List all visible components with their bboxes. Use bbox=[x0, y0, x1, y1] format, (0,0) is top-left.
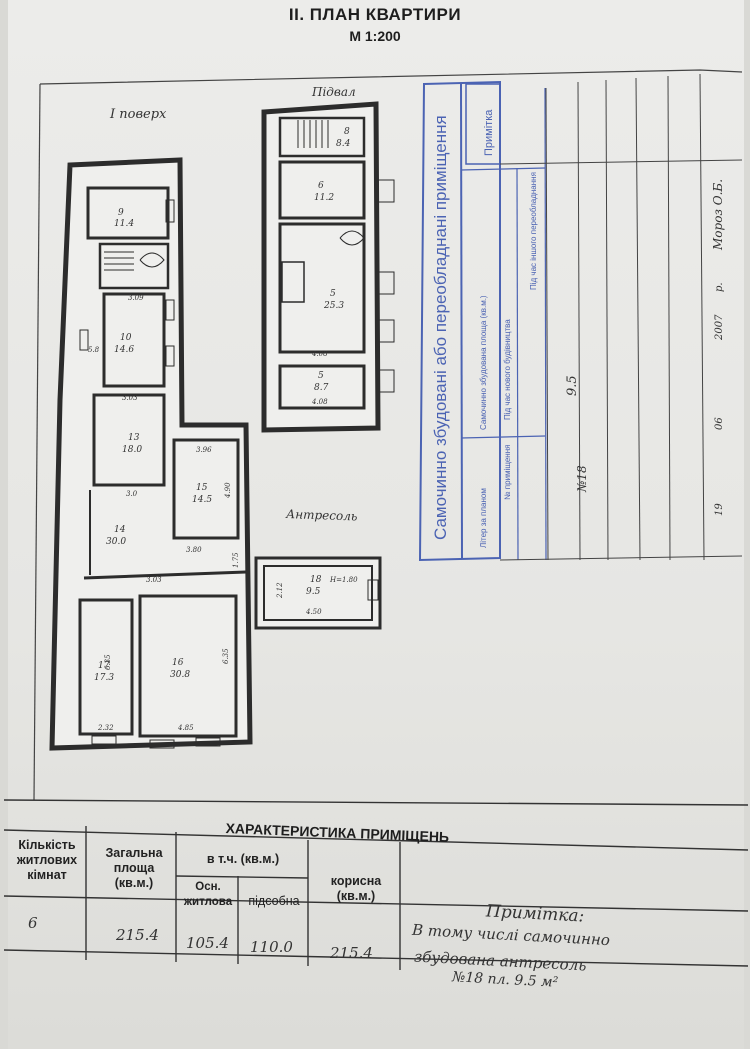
dimension-labels: 3.09 3.03 3.96 4.90 3.80 3.0 3.03 2.32 4… bbox=[88, 294, 358, 732]
mezzanine-label: Антресоль bbox=[285, 507, 358, 524]
header-incl: в т.ч. (кв.м.) bbox=[206, 852, 280, 866]
basement-label: Підвал bbox=[311, 85, 356, 99]
room-area: 25.3 bbox=[323, 301, 344, 311]
header-aux: підсобна bbox=[248, 894, 300, 908]
value-aux-area: 110.0 bbox=[250, 938, 293, 956]
value-rooms-count: 6 bbox=[28, 914, 38, 932]
room-number: 8 bbox=[344, 127, 350, 137]
room-area: 8.7 bbox=[314, 383, 329, 393]
room-number: 13 bbox=[128, 433, 140, 443]
room-area: 14.5 bbox=[192, 495, 212, 505]
room-area: 18.0 bbox=[122, 445, 142, 455]
room-number: 5 bbox=[330, 289, 336, 299]
header-rooms-count: Кількість житлових кімнат bbox=[16, 838, 78, 882]
svg-text:4.08: 4.08 bbox=[311, 350, 328, 358]
header-total-area: Загальна площа (кв.м.) bbox=[105, 846, 163, 890]
room-number: 17 bbox=[98, 661, 110, 671]
svg-text:3.09: 3.09 bbox=[128, 294, 144, 302]
header-useful: корисна (кв.м.) bbox=[330, 874, 382, 903]
room-number: 10 bbox=[120, 333, 132, 343]
room-number: 14 bbox=[114, 525, 126, 535]
svg-text:3.0: 3.0 bbox=[126, 490, 138, 498]
value-main-area: 105.4 bbox=[186, 934, 229, 952]
mezzanine-plan bbox=[254, 556, 382, 630]
stamp-heading-line1: Самочинно збудовані або переобладнані пр… bbox=[431, 115, 450, 540]
scale-label: М 1:200 bbox=[349, 28, 401, 44]
stamp-date-day: 19 bbox=[714, 503, 725, 516]
stamp-room-number: №18 bbox=[575, 465, 589, 493]
svg-text:3.03: 3.03 bbox=[146, 576, 162, 584]
first-floor-plan bbox=[49, 157, 253, 751]
svg-text:4.50: 4.50 bbox=[305, 608, 322, 616]
page-title: II. ПЛАН КВАРТИРИ bbox=[288, 5, 462, 24]
floor-label: І поверх bbox=[109, 107, 167, 122]
svg-text:4.08: 4.08 bbox=[311, 398, 328, 406]
stamp-signature: Мороз О.Б. bbox=[711, 179, 725, 251]
room-area: 11.4 bbox=[114, 219, 134, 229]
svg-text:№ приміщення: № приміщення bbox=[503, 445, 512, 500]
room-area: 14.6 bbox=[114, 345, 134, 355]
svg-text:1.75: 1.75 bbox=[232, 552, 240, 568]
room-labels: 9 11.4 10 14.6 13 18.0 15 14.5 14 30.0 1… bbox=[94, 127, 351, 683]
svg-text:4.90: 4.90 bbox=[224, 482, 232, 499]
svg-text:2.32: 2.32 bbox=[97, 724, 114, 732]
svg-text:3.96: 3.96 bbox=[196, 446, 212, 454]
svg-text:4.85: 4.85 bbox=[177, 724, 194, 732]
stamp-area-value: 9.5 bbox=[565, 375, 580, 396]
svg-text:3.80: 3.80 bbox=[186, 546, 202, 554]
characteristics-table-grid bbox=[3, 799, 749, 970]
room-number: 18 bbox=[310, 575, 322, 585]
header-main: Осн. житлова bbox=[183, 881, 233, 908]
svg-text:2.12: 2.12 bbox=[276, 582, 284, 599]
svg-text:Самочинно збудована площа (кв.: Самочинно збудована площа (кв.м.) bbox=[479, 295, 488, 430]
svg-text:Літер за планом: Літер за планом bbox=[479, 488, 488, 548]
svg-text:Під час іншого переобладнання: Під час іншого переобладнання bbox=[529, 172, 538, 290]
self-built-stamp: Самочинно збудовані або переобладнані пр… bbox=[418, 80, 547, 562]
svg-text:Під час нового будівництва: Під час нового будівництва bbox=[503, 319, 512, 420]
stamp-values: №18 9.5 19 06 2007 р. Мороз О.Б. bbox=[565, 179, 725, 516]
room-area: 11.2 bbox=[314, 193, 334, 203]
room-area: 8.4 bbox=[336, 139, 351, 149]
room-number: 16 bbox=[172, 658, 184, 668]
room-number: 9 bbox=[118, 208, 124, 218]
room-number: 5 bbox=[318, 371, 324, 381]
stamp-grid bbox=[499, 73, 743, 561]
stamp-date-suffix: р. bbox=[714, 282, 725, 292]
value-total-area: 215.4 bbox=[116, 926, 159, 944]
value-useful-area: 215.4 bbox=[330, 944, 373, 962]
stamp-date-year: 2007 bbox=[714, 314, 725, 341]
room-number: 6 bbox=[318, 181, 324, 191]
svg-text:6.35: 6.35 bbox=[222, 648, 230, 664]
room-area: 30.8 bbox=[170, 670, 190, 680]
room-number: 15 bbox=[196, 483, 208, 493]
room-area: 30.0 bbox=[106, 537, 126, 547]
stamp-date-month: 06 bbox=[714, 417, 725, 430]
svg-text:H=1.80: H=1.80 bbox=[329, 576, 358, 584]
basement-plan bbox=[261, 101, 395, 433]
svg-text:3.03: 3.03 bbox=[122, 394, 138, 402]
stamp-note-col: Примітка bbox=[483, 109, 495, 156]
svg-text:6.35: 6.35 bbox=[104, 654, 112, 670]
svg-text:5.8: 5.8 bbox=[88, 346, 100, 354]
room-area: 17.3 bbox=[94, 673, 114, 683]
room-area: 9.5 bbox=[306, 587, 321, 597]
